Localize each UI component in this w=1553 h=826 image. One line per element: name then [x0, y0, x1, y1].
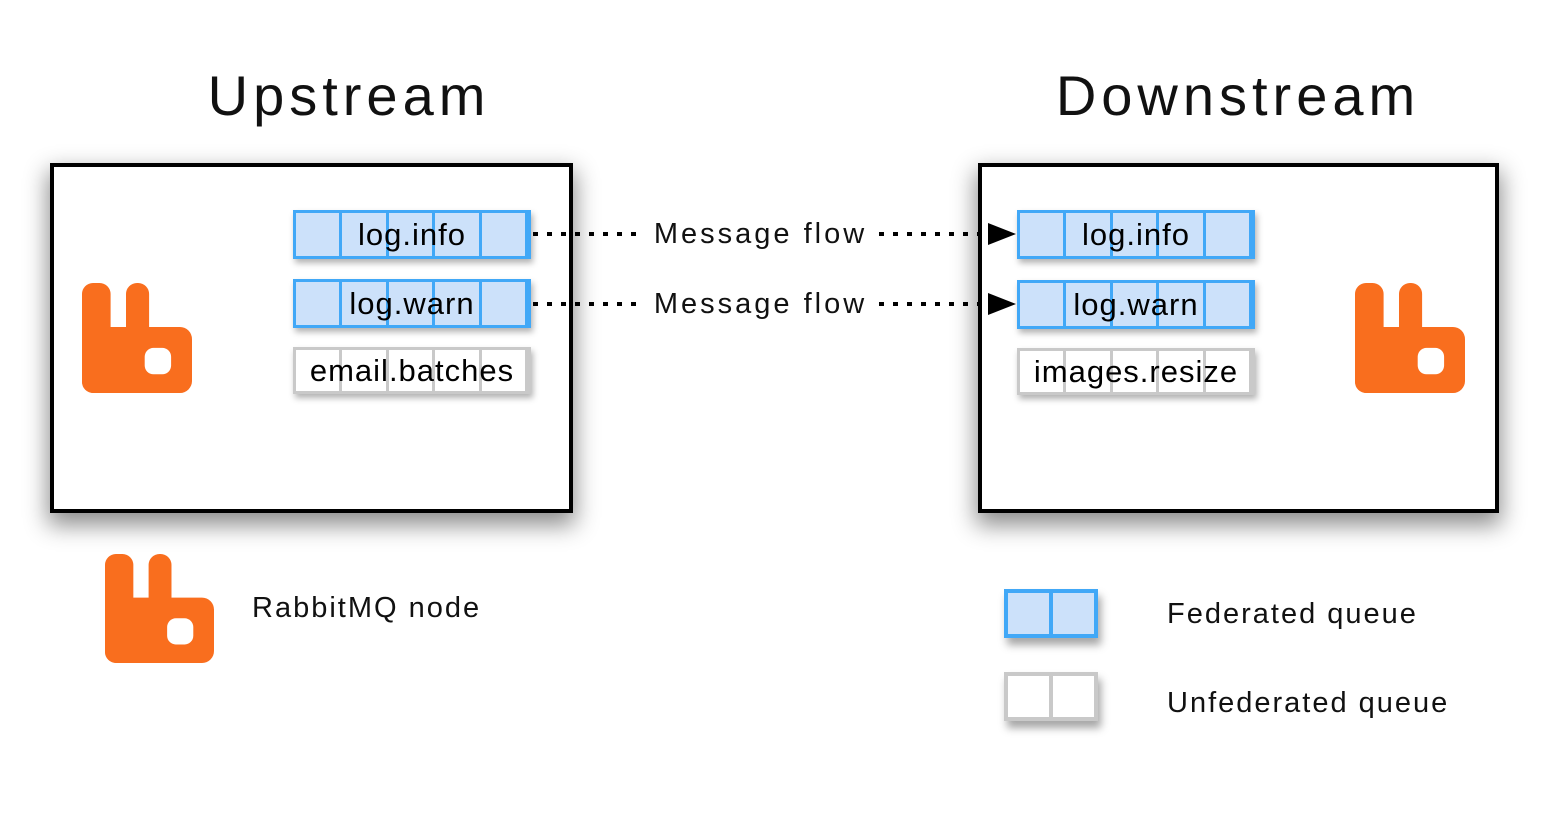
- queue-label: log.info: [1082, 216, 1190, 252]
- queue-segment: [389, 213, 436, 256]
- queue-log-warn-upstream: log.warn: [293, 279, 531, 328]
- queue-segment: [296, 282, 343, 325]
- message-flow-arrow-log-warn: Message flow: [533, 287, 1016, 320]
- queue-segment: [1008, 676, 1053, 717]
- queue-segment: [435, 282, 482, 325]
- queue-images-resize-downstream: images.resize: [1017, 348, 1255, 395]
- queue-email-batches-upstream: email.batches: [293, 347, 531, 394]
- queue-segment: [435, 213, 482, 256]
- message-flow-label: Message flow: [653, 287, 868, 320]
- queue-segment: [1113, 351, 1160, 392]
- queue-label: email.batches: [309, 352, 515, 388]
- message-flow-arrow-log-info: Message flow: [533, 217, 1016, 250]
- queue-segment: [342, 282, 389, 325]
- unfederated-queue-swatch: [1004, 672, 1098, 721]
- queue-log-info-upstream: log.info: [293, 210, 531, 259]
- queue-segment: [296, 213, 343, 256]
- dotted-line: [879, 302, 988, 306]
- queue-segment: [1113, 213, 1160, 256]
- queue-segment: [1020, 283, 1067, 326]
- dotted-line: [533, 302, 642, 306]
- queue-segment: [1206, 283, 1253, 326]
- downstream-title: Downstream: [1055, 64, 1421, 127]
- rabbitmq-logo-icon: [105, 554, 214, 663]
- queue-segment: [1053, 593, 1094, 634]
- legend-rabbitmq-node-label: RabbitMQ node: [252, 592, 482, 624]
- legend-federated-queue-label: Federated queue: [1167, 598, 1418, 630]
- queue-label: images.resize: [1033, 353, 1239, 389]
- queue-segment: [389, 282, 436, 325]
- queue-segment: [1206, 213, 1253, 256]
- queue-segment: [482, 350, 529, 391]
- queue-segment: [482, 282, 529, 325]
- dotted-line: [879, 232, 988, 236]
- federated-queue-swatch: [1004, 589, 1098, 638]
- queue-segment: [296, 350, 343, 391]
- rabbitmq-logo-icon: [82, 283, 192, 393]
- queue-segment: [1066, 283, 1113, 326]
- queue-segment: [1113, 283, 1160, 326]
- rabbitmq-logo-icon: [1355, 283, 1465, 393]
- queue-log-info-downstream: log.info: [1017, 210, 1255, 259]
- queue-segment: [1066, 351, 1113, 392]
- queue-segment: [1159, 213, 1206, 256]
- queue-segment: [1053, 676, 1094, 717]
- queue-segment: [1020, 213, 1067, 256]
- queue-segment: [1020, 351, 1067, 392]
- upstream-title: Upstream: [207, 64, 491, 127]
- arrowhead-icon: [988, 293, 1016, 315]
- dotted-line: [533, 232, 642, 236]
- arrowhead-icon: [988, 223, 1016, 245]
- queue-segment: [1159, 351, 1206, 392]
- queue-segment: [1008, 593, 1053, 634]
- queue-segment: [342, 213, 389, 256]
- queue-segment: [482, 213, 529, 256]
- queue-segment: [389, 350, 436, 391]
- queue-segment: [1206, 351, 1253, 392]
- queue-label: log.warn: [1073, 286, 1199, 322]
- queue-segment: [1066, 213, 1113, 256]
- queue-log-warn-downstream: log.warn: [1017, 280, 1255, 329]
- queue-segment: [435, 350, 482, 391]
- queue-segment: [342, 350, 389, 391]
- queue-segment: [1159, 283, 1206, 326]
- queue-label: log.warn: [349, 285, 475, 321]
- legend-unfederated-queue-label: Unfederated queue: [1167, 687, 1450, 719]
- message-flow-label: Message flow: [653, 217, 868, 250]
- queue-label: log.info: [358, 216, 466, 252]
